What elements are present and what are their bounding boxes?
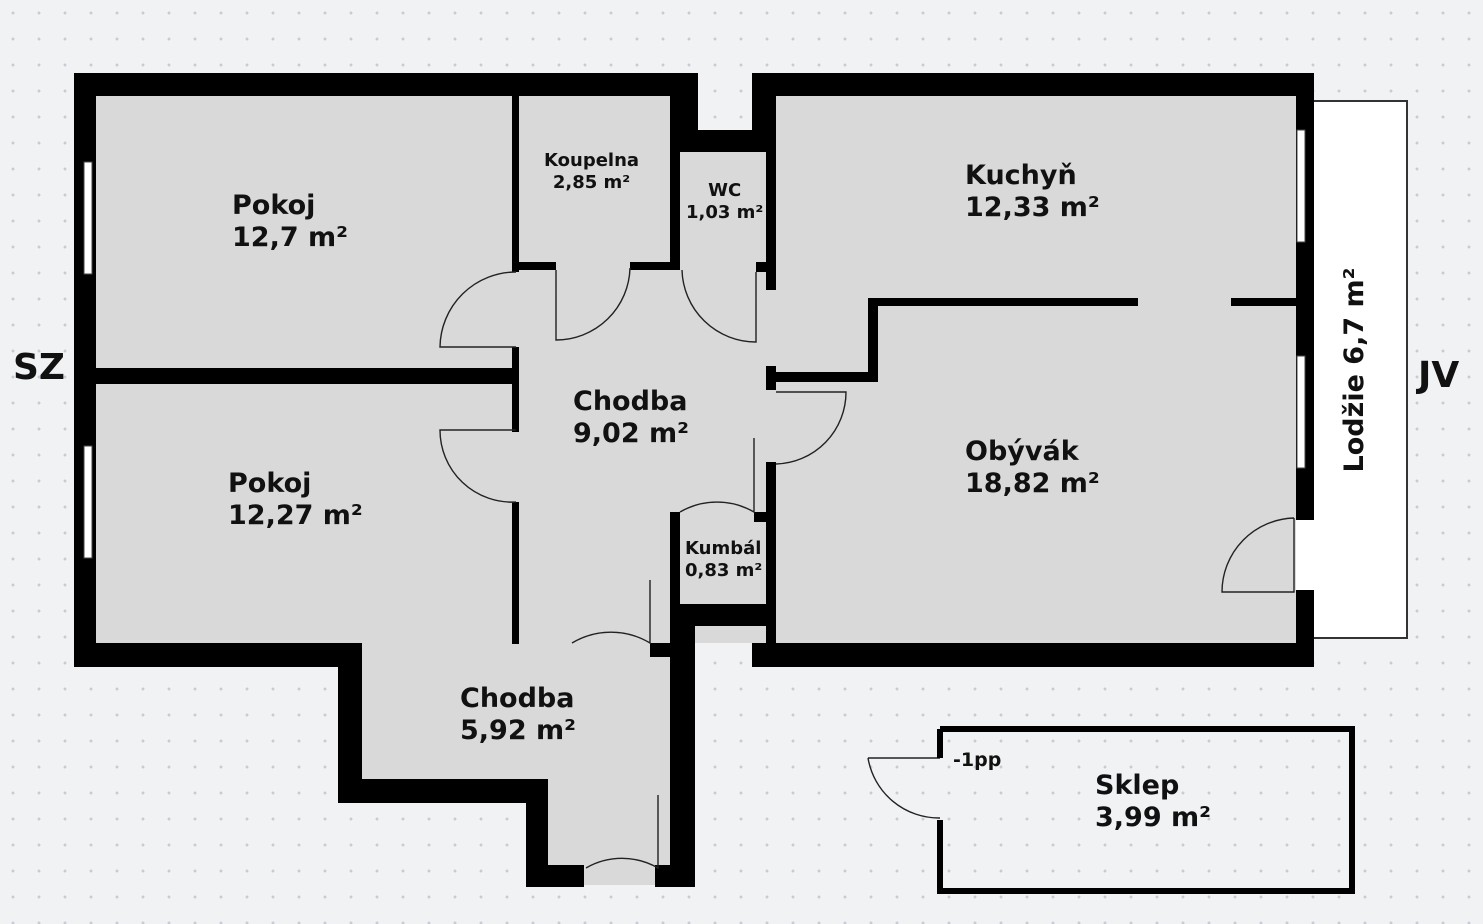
room-area: 2,85 m²	[552, 171, 631, 193]
wall-kumbal-bottom	[670, 604, 776, 626]
room-name: Chodba	[573, 386, 688, 417]
label-sklep-level: -1pp	[953, 749, 1002, 771]
wall-kumbal-top	[754, 512, 776, 522]
wall-top-notch-base	[670, 130, 776, 152]
room-floors	[96, 96, 1408, 885]
door-kumbal	[679, 438, 755, 514]
door-pokoj-bottom	[439, 429, 517, 503]
wall-obyvak-stub-h	[776, 372, 878, 382]
label-koupelna: Koupelna 2,85 m²	[544, 150, 639, 193]
room-area: 3,99 m²	[1095, 802, 1211, 834]
label-obyvak: Obývák 18,82 m²	[965, 436, 1100, 501]
wall-lower-bottom2	[526, 865, 584, 887]
room-area: 12,33 m²	[965, 192, 1100, 224]
wall-lower-step	[526, 779, 548, 887]
floor-kuchyn	[776, 96, 1303, 306]
label-wc: WC 1,03 m²	[686, 180, 763, 223]
sklep-room	[937, 726, 1355, 894]
floor-pokoj-bottom	[96, 383, 512, 643]
door-entrance	[585, 795, 659, 870]
lodzie-door-gap	[1296, 520, 1314, 590]
wall-koupelna-bottom-r	[630, 262, 680, 270]
doors	[439, 267, 1295, 870]
room-name: Sklep	[1095, 770, 1180, 801]
floor-obyvak	[776, 300, 1303, 644]
door-pokoj-top	[439, 271, 517, 348]
wall-pokoj-divider	[96, 368, 516, 384]
window-pokoj-top	[83, 161, 93, 275]
wall-outer-bottom-right	[752, 643, 1314, 667]
room-name: Koupelna	[544, 150, 640, 171]
floor-kumbal	[680, 522, 766, 606]
room-name: Kumbál	[685, 538, 762, 559]
floor-lodzie	[1302, 100, 1408, 639]
wall-pokoj-vertical-bot	[512, 502, 519, 644]
wall-outer-top-left	[74, 73, 698, 96]
wall-kuchyn-divider-l	[868, 298, 1138, 306]
room-area: 5,92 m²	[460, 715, 576, 747]
floor-koupelna	[518, 96, 670, 266]
window-obyvak	[1296, 355, 1306, 469]
label-chodba-lower: Chodba 5,92 m²	[460, 683, 576, 748]
wall-pokoj-vertical-top	[512, 96, 519, 272]
label-kuchyn: Kuchyň 12,33 m²	[965, 160, 1100, 225]
wall-chodba-right-mid	[766, 366, 776, 390]
wall-obyvak-stub	[868, 298, 878, 382]
wall-kuchyn-divider-r	[1231, 298, 1301, 306]
door-koupelna	[555, 267, 631, 341]
room-area: 9,02 m²	[573, 418, 689, 450]
wall-lower-left	[338, 643, 362, 803]
wall-outer-bottom-left	[74, 643, 362, 667]
orientation-left: SZ	[13, 347, 66, 388]
door-wc	[681, 269, 757, 343]
room-name: Kuchyň	[965, 160, 1077, 191]
label-pokoj-top: Pokoj 12,7 m²	[232, 190, 348, 255]
wall-lower-top-stub	[650, 643, 680, 657]
room-name: Obývák	[965, 436, 1079, 467]
floor-pokoj-top	[96, 96, 512, 369]
windows	[83, 129, 1306, 559]
wall-pokoj-vertical-mid	[512, 347, 519, 432]
room-area: 18,82 m²	[965, 468, 1100, 500]
wall-lower-bottom	[338, 779, 548, 803]
door-sklep	[867, 757, 941, 819]
wall-wc-right	[766, 96, 776, 290]
room-area: 1,03 m²	[686, 201, 764, 223]
room-area: 0,83 m²	[685, 559, 763, 581]
wall-kumbal-left	[670, 512, 680, 607]
label-chodba-main: Chodba 9,02 m²	[573, 386, 689, 451]
door-chodba-lower	[571, 580, 651, 645]
room-name: Pokoj	[228, 468, 312, 499]
room-name: Pokoj	[232, 190, 316, 221]
door-obyvak	[775, 391, 847, 465]
floor-chodba-lower-b	[548, 643, 678, 885]
room-area: 12,27 m²	[228, 500, 363, 532]
label-pokoj-bottom: Pokoj 12,27 m²	[228, 468, 363, 533]
room-name: Chodba	[460, 683, 575, 714]
door-lodzie	[1221, 517, 1295, 593]
label-sklep: Sklep 3,99 m²	[1095, 770, 1211, 835]
room-name: WC	[708, 180, 742, 201]
orientation-right: JV	[1418, 355, 1460, 396]
window-kuchyn	[1296, 129, 1306, 243]
label-lodzie: Lodžie 6,7 m²	[1338, 267, 1370, 473]
wall-chodba-right-low	[766, 462, 776, 644]
room-area: 12,7 m²	[232, 222, 348, 254]
window-pokoj-bottom	[83, 445, 93, 559]
wall-koupelna-bottom-l	[512, 262, 556, 270]
wall-koupelna-right	[670, 96, 680, 270]
label-kumbal: Kumbál 0,83 m²	[685, 538, 762, 581]
wall-outer-top-right	[752, 73, 1314, 96]
wall-wc-right-stub	[756, 262, 776, 272]
